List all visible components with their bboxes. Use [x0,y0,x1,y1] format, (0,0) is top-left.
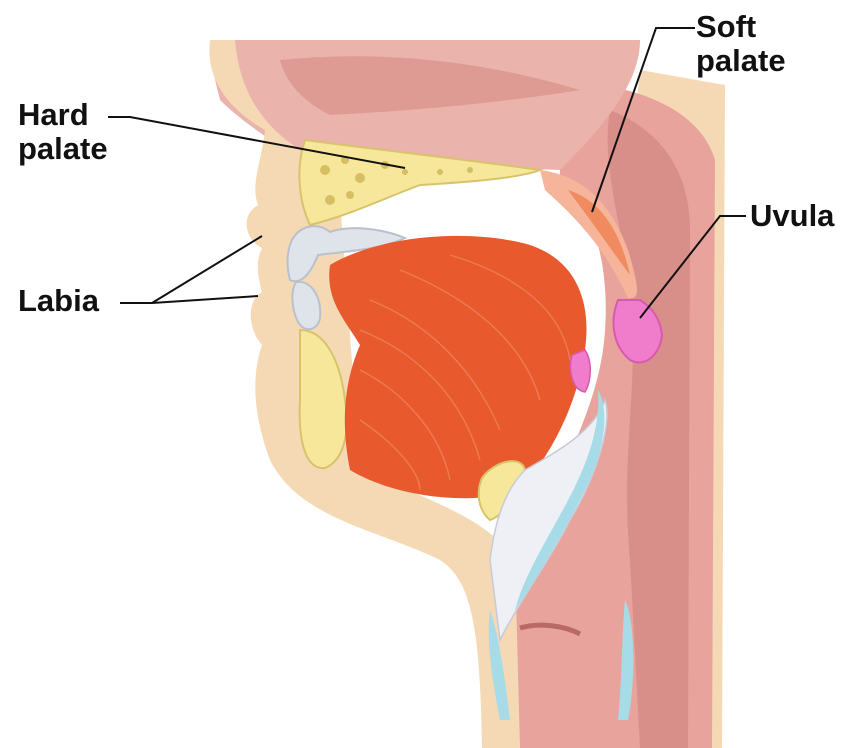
hard-palate-label: Hard palate [18,98,108,166]
labia-leader-lower [152,296,258,303]
soft-palate-label: Soft palate [696,10,786,78]
soft-palate-label-line1: Soft [696,10,786,44]
hard-palate-label-line2: palate [18,132,108,166]
uvula-label: Uvula [750,199,834,233]
labia-label: Labia [18,284,99,318]
hard-palate-label-line1: Hard [18,98,108,132]
soft-palate-label-line2: palate [696,44,786,78]
labia-leader-upper [120,236,262,303]
